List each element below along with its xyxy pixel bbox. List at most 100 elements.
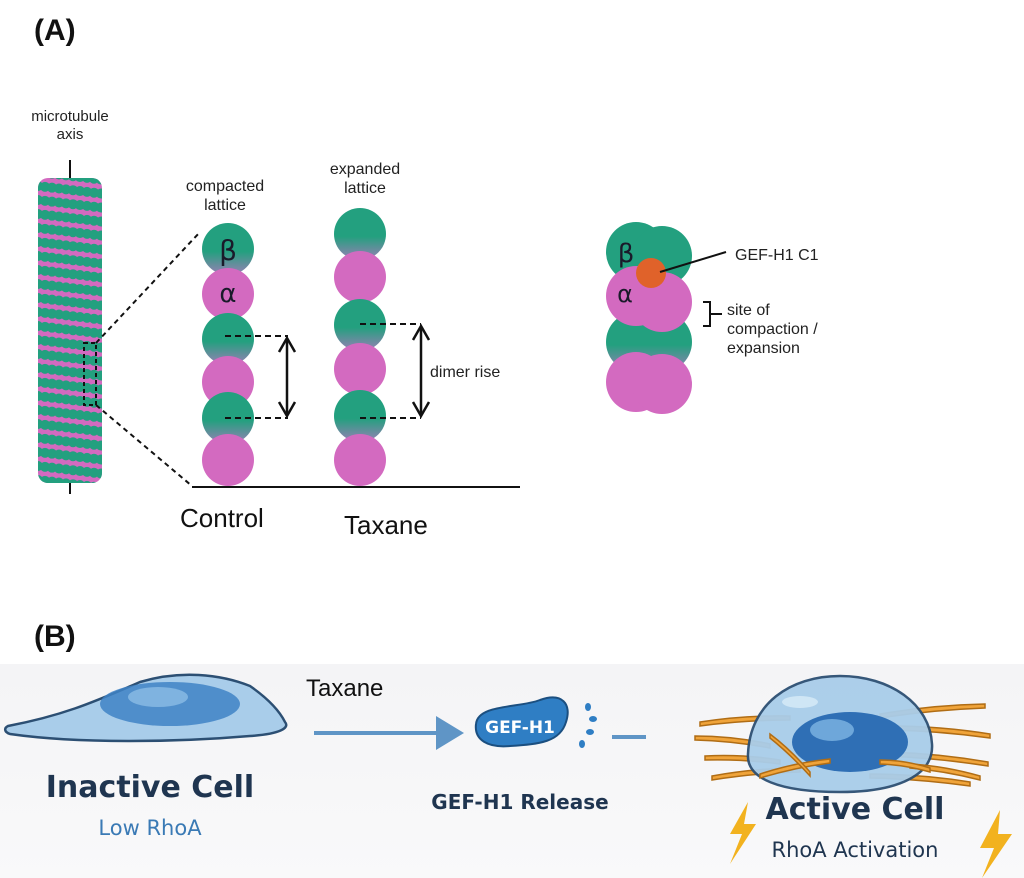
tubulin-dot	[33, 489, 43, 499]
beta-subunit	[334, 390, 386, 442]
alpha-symbol-right: α	[617, 280, 633, 308]
tubulin-dot	[54, 477, 64, 483]
actin-fiber	[879, 759, 931, 773]
lightning-bolt-right-icon	[980, 810, 1012, 878]
tubulin-dot	[40, 490, 50, 500]
tubulin-dot	[89, 481, 99, 483]
beta-symbol-right: β	[618, 239, 635, 269]
tubulin-dot	[96, 202, 102, 213]
active-cell-title: Active Cell	[765, 792, 945, 827]
axis-label-line1: microtubule	[31, 108, 109, 125]
alpha-subunit	[202, 434, 254, 486]
panel-b-diagram: GEF-H1	[4, 673, 1012, 878]
tubulin-dot	[96, 188, 102, 199]
alpha-subunit	[334, 251, 386, 303]
taxane-label-b: Taxane	[306, 675, 384, 702]
panel-a-diagram: β α dimer rise β α GEF-H1 C1	[33, 160, 819, 506]
inactive-cell	[4, 673, 288, 743]
taxane-dimer-rise-marker	[360, 323, 431, 419]
control-dimer-rise-marker	[225, 335, 297, 419]
microtubule-cylinder	[33, 160, 102, 506]
tubulin-dot	[96, 230, 102, 241]
tubulin-dot	[96, 468, 102, 479]
site-label: site of compaction / expansion	[727, 301, 818, 359]
zoom-line-bottom	[95, 404, 193, 487]
compacted-line1: compacted	[185, 178, 265, 195]
tubulin-dot	[82, 480, 92, 483]
tubulin-dot	[96, 482, 102, 483]
site-line1: site of	[727, 302, 770, 319]
taxane-arrow-head	[436, 716, 464, 750]
lightning-bolt-left-icon	[730, 802, 756, 864]
control-protofilament	[202, 223, 254, 486]
inactive-cell-title: Inactive Cell	[45, 770, 255, 805]
active-cell	[694, 674, 991, 794]
actin-fiber	[759, 758, 831, 780]
tubulin-dot	[96, 384, 102, 395]
tubulin-dot	[75, 480, 85, 483]
taxane-protofilament	[334, 208, 386, 486]
tubulin-dot	[96, 286, 102, 297]
gef-h1-blob-label: GEF-H1	[485, 718, 555, 738]
expanded-line2: lattice	[344, 180, 386, 198]
beta-symbol: β	[219, 234, 237, 267]
tubulin-dot	[33, 167, 43, 177]
tubulin-dot	[96, 356, 102, 367]
active-cell-subtitle: RhoA Activation	[771, 838, 939, 862]
tubulin-dot	[96, 412, 102, 423]
inactive-nucleolus	[128, 687, 188, 707]
site-line2: compaction /	[727, 321, 818, 339]
taxane-label-a: Taxane	[344, 510, 428, 540]
tubulin-dot	[68, 493, 78, 503]
site-bracket	[703, 301, 711, 327]
alpha-symbol: α	[219, 279, 236, 309]
tubulin-dot	[40, 168, 50, 178]
tubulin-dot	[96, 370, 102, 381]
tubulin-dot	[96, 178, 102, 185]
dimer-rise-label: dimer rise	[430, 364, 500, 381]
axis-label-line2: axis	[56, 126, 84, 143]
tubulin-dot	[96, 454, 102, 465]
microtubule-axis-label: microtubule axis	[10, 108, 130, 144]
tubulin-dot	[47, 178, 57, 179]
inactive-cell-subtitle: Low RhoA	[98, 816, 202, 840]
tubulin-dot	[96, 328, 102, 339]
gef-pointer-line	[659, 251, 727, 273]
tubulin-dot	[96, 216, 102, 227]
alpha-subunit	[334, 434, 386, 486]
tubulin-dot	[47, 491, 57, 501]
panel-b-label: (B)	[34, 620, 76, 653]
tubulin-dot	[96, 426, 102, 437]
release-splash-marks	[579, 703, 597, 748]
site-line3: expansion	[727, 340, 800, 358]
tubulin-dot	[96, 300, 102, 311]
beta-subunit	[202, 313, 254, 365]
alpha-subunit	[202, 268, 254, 320]
tubulin-dot	[75, 494, 85, 504]
zoom-line-top	[95, 231, 201, 344]
gef-h1-c1-site	[636, 258, 666, 288]
actin-fiber	[769, 732, 811, 778]
expanded-line1: expanded	[329, 161, 401, 178]
tubulin-dot	[96, 314, 102, 325]
expanded-lattice-label: expanded lattice	[300, 160, 430, 198]
tubulin-dot	[61, 478, 71, 483]
tubulin-dot	[89, 496, 99, 506]
alpha-subunit	[202, 356, 254, 408]
tubulin-dot	[68, 479, 78, 483]
alpha-subunit	[334, 343, 386, 395]
beta-subunit	[334, 208, 386, 260]
tubulin-dot	[54, 492, 64, 502]
tubulin-dot	[96, 272, 102, 283]
compacted-line2: lattice	[204, 197, 246, 215]
tubulin-dot	[96, 244, 102, 255]
gef-h1-release-title: GEF-H1 Release	[431, 790, 609, 814]
compacted-lattice-label: compacted lattice	[160, 177, 290, 215]
gef-h1-blob	[474, 696, 569, 748]
beta-subunit	[202, 223, 254, 275]
control-label: Control	[180, 503, 264, 533]
tubulin-dot	[96, 258, 102, 269]
active-nucleolus	[810, 719, 854, 741]
tubulin-dot	[40, 475, 50, 483]
gef-h1-c1-label: GEF-H1 C1	[735, 247, 819, 264]
